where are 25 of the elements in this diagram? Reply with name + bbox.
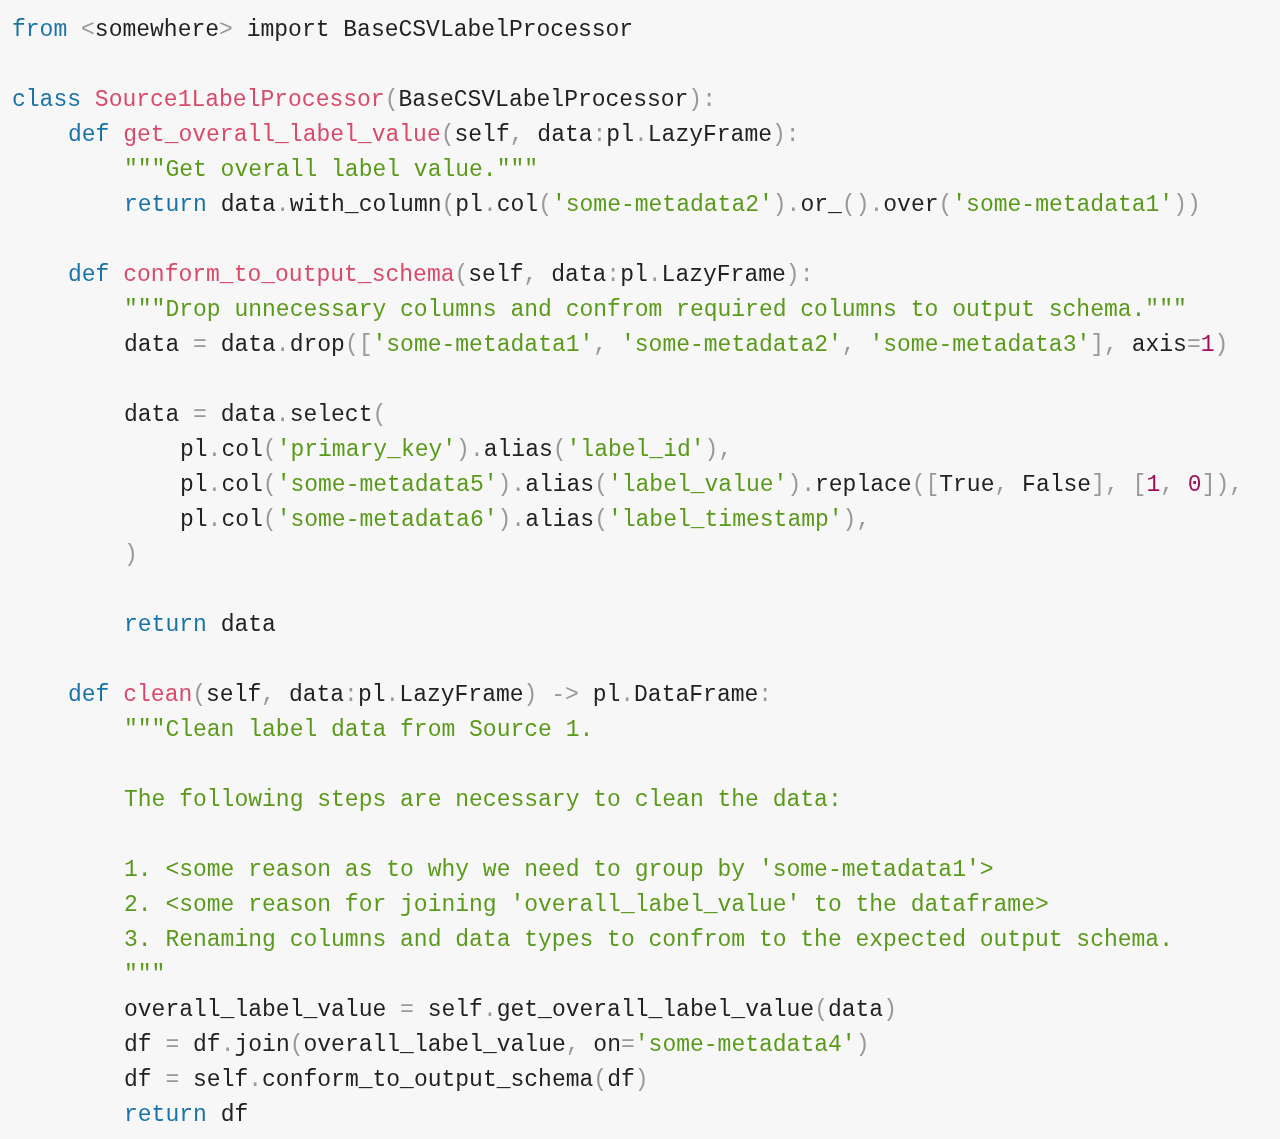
code-line: 1. <some reason as to why we need to group by 'some-metadata1'> (124, 856, 994, 885)
code-line: pl.col('primary_key').alias('label_id'), (180, 436, 733, 465)
code-line: """Clean label data from Source 1. (124, 716, 594, 745)
code-line: """ (124, 961, 166, 990)
code-line: class Source1LabelProcessor(BaseCSVLabelProcessor): (12, 86, 716, 115)
code-line: return data.with_column(pl.col('some-metadata2').or_().over('some-metadata1')) (124, 191, 1201, 220)
code-line: data = data.select( (124, 401, 387, 430)
code-line: pl.col('some-metadata6').alias('label_timestamp'), (180, 506, 871, 535)
code-line: def get_overall_label_value(self, data:pl.LazyFrame): (68, 121, 800, 150)
code-line: def clean(self, data:pl.LazyFrame) -> pl.DataFrame: (68, 681, 773, 710)
code-line: return data (124, 611, 276, 640)
code-line: overall_label_value = self.get_overall_label_value(data) (124, 996, 897, 1025)
code-line: data = data.drop(['some-metadata1', 'some-metadata2', 'some-metadata3'], axis=1) (124, 331, 1229, 360)
code-line: return df (124, 1101, 249, 1130)
code-line: pl.col('some-metadata5').alias('label_value').replace([True, False], [1, 0]), (180, 471, 1244, 500)
code-line: """Drop unnecessary columns and confrom required columns to output schema.""" (124, 296, 1187, 325)
code-line: 3. Renaming columns and data types to confrom to the expected output schema. (124, 926, 1173, 955)
code-line: from <somewhere> import BaseCSVLabelProcessor (12, 16, 634, 45)
code-line: def conform_to_output_schema(self, data:pl.LazyFrame): (68, 261, 814, 290)
code-line: ) (124, 541, 138, 570)
code-line: The following steps are necessary to clean the data: (124, 786, 842, 815)
code-line: """Get overall label value.""" (124, 156, 539, 185)
code-line: 2. <some reason for joining 'overall_label_value' to the dataframe> (124, 891, 1049, 920)
code-line: df = self.conform_to_output_schema(df) (124, 1066, 649, 1095)
code-line: df = df.join(overall_label_value, on='some-metadata4') (124, 1031, 870, 1060)
